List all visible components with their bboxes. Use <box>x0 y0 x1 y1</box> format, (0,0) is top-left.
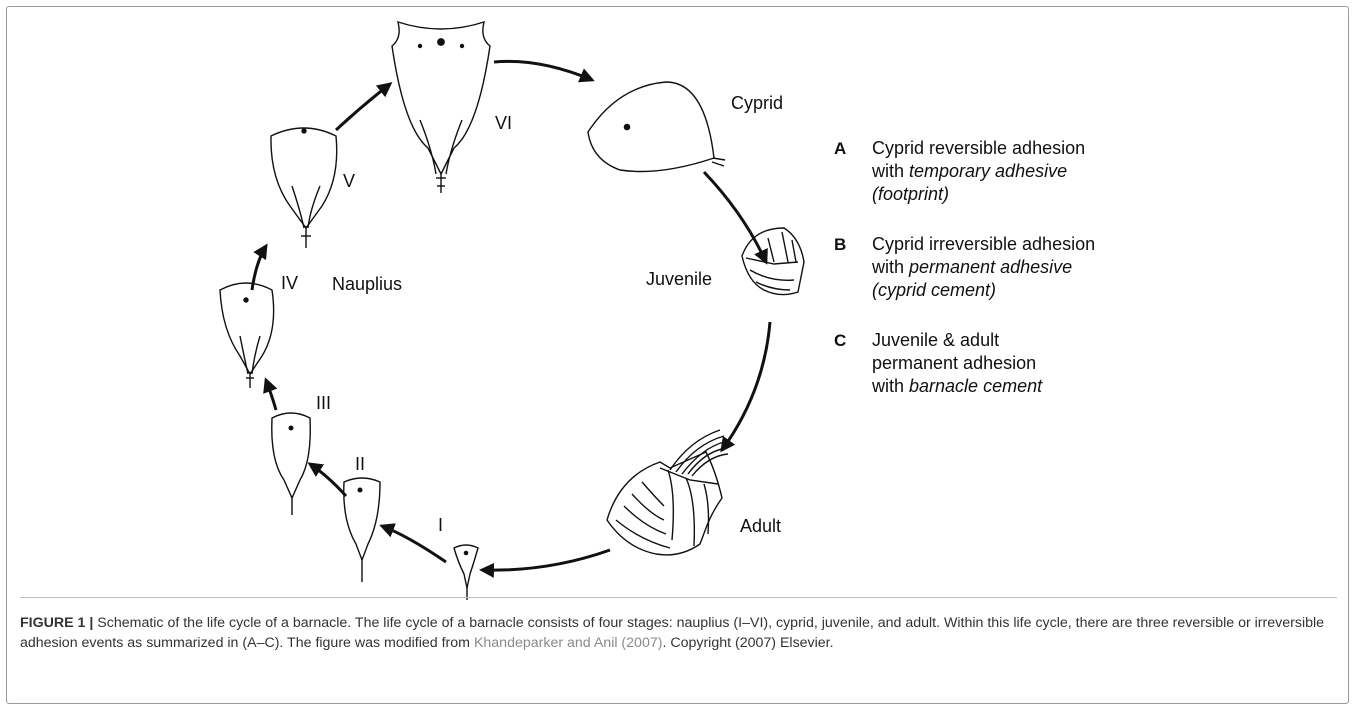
nauplius-iii-drawing <box>272 413 311 515</box>
adhesion-events-list: A Cyprid reversible adhesion with tempor… <box>834 137 1154 425</box>
event-b: B Cyprid irreversible adhesion with perm… <box>834 233 1154 302</box>
event-letter: C <box>834 329 846 352</box>
nauplius-v-drawing <box>271 128 337 248</box>
cyprid-drawing <box>588 82 725 172</box>
stage-label-juvenile: Juvenile <box>646 269 712 289</box>
cycle-arrows <box>252 61 770 570</box>
figure-caption: FIGURE 1 | Schematic of the life cycle o… <box>20 613 1338 653</box>
nauplius-i-drawing <box>454 545 478 600</box>
nauplius-ii-drawing <box>344 478 380 582</box>
citation-link[interactable]: Khandeparker and Anil (2007) <box>474 635 663 651</box>
event-letter: B <box>834 233 846 256</box>
stage-label-nauplius: Nauplius <box>332 274 402 294</box>
juvenile-drawing <box>742 228 804 295</box>
adult-drawing <box>607 430 728 555</box>
event-letter: A <box>834 137 846 160</box>
figure-label: FIGURE 1 | <box>20 615 93 631</box>
caption-copyright: . Copyright (2007) Elsevier. <box>662 635 833 651</box>
event-a: A Cyprid reversible adhesion with tempor… <box>834 137 1154 206</box>
stage-label-iii: III <box>316 393 331 413</box>
nauplius-vi-drawing <box>392 22 490 193</box>
stage-label-i: I <box>438 515 443 535</box>
stage-label-vi: VI <box>495 113 512 133</box>
stage-label-iv: IV <box>281 273 298 293</box>
caption-divider <box>20 597 1337 598</box>
stage-label-v: V <box>343 171 355 191</box>
stage-label-cyprid: Cyprid <box>731 93 783 113</box>
event-c: C Juvenile & adult permanent adhesion wi… <box>834 329 1154 398</box>
nauplius-iv-drawing <box>220 283 274 388</box>
stage-label-ii: II <box>355 454 365 474</box>
stage-label-adult: Adult <box>740 516 781 536</box>
